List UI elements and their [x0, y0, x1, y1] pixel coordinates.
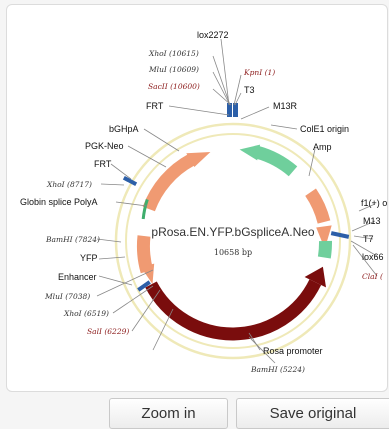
label-frt-top: FRT	[146, 101, 164, 111]
label-bamhi-7824: BamHI (7824)	[45, 235, 100, 244]
plasmid-map: pRosa.EN.YFP.bGspliceA.Neo 10658 bp lox2…	[20, 30, 387, 374]
label-amp: Amp	[313, 142, 332, 152]
frt-top-site	[233, 103, 238, 117]
label-enhancer: Enhancer	[58, 272, 97, 282]
save-original-button[interactable]: Save original	[236, 398, 389, 429]
yfp-arrowhead	[140, 263, 155, 284]
frt-left-site	[122, 175, 138, 187]
cole1-arc	[254, 145, 298, 177]
plasmid-name: pRosa.EN.YFP.bGspliceA.Neo	[151, 225, 315, 239]
pgk-neo-arrowhead	[186, 152, 211, 167]
label-m13r: M13R	[273, 101, 298, 111]
label-sacii-top: SacII (10600)	[148, 82, 200, 91]
rosa-promoter-arrowhead	[304, 266, 326, 288]
label-clai: ClaI (	[362, 272, 384, 281]
globin-polya-arc	[141, 199, 149, 220]
label-f1: f1(+) o	[361, 198, 387, 208]
zoom-in-button[interactable]: Zoom in	[109, 398, 228, 429]
label-m13: M13	[363, 216, 381, 226]
enhancer-site	[137, 280, 151, 292]
label-sali: SalI (6229)	[87, 327, 129, 336]
plasmid-map-panel: pRosa.EN.YFP.bGspliceA.Neo 10658 bp lox2…	[6, 4, 388, 392]
label-xhoi-top: XhoI (10615)	[148, 49, 199, 58]
label-mlui-7038: MluI (7038)	[44, 292, 90, 301]
label-frt-left: FRT	[94, 159, 112, 169]
lox66-site	[330, 231, 350, 239]
label-mlui-top: MluI (10609)	[148, 65, 199, 74]
label-yfp: YFP	[80, 253, 98, 263]
label-globin: Globin splice PolyA	[20, 197, 98, 207]
label-xhoi-6519: XhoI (6519)	[63, 309, 109, 318]
cole1-arrowhead	[239, 144, 261, 161]
label-xhoi-8717: XhoI (8717)	[46, 180, 92, 189]
f1-arc	[317, 240, 333, 259]
rosa-promoter-arc	[145, 279, 322, 341]
label-bghpa: bGHpA	[109, 124, 139, 134]
label-pgk-neo: PGK-Neo	[85, 141, 124, 151]
label-t3: T3	[244, 85, 255, 95]
feature-labels: lox2272 XhoI (10615) MluI (10609) SacII …	[20, 30, 387, 374]
label-cole1: ColE1 origin	[300, 124, 349, 134]
backbone-inner-ring	[125, 133, 341, 349]
label-lox66: lox66	[362, 252, 384, 262]
pgk-neo-arc	[142, 153, 195, 212]
label-kpni: KpnI (1)	[243, 68, 275, 77]
amp-arrowhead	[316, 225, 332, 249]
label-bamhi-5224: BamHI (5224)	[250, 365, 305, 374]
label-rosa: Rosa promoter	[263, 346, 323, 356]
plasmid-size: 10658 bp	[214, 248, 252, 257]
label-lox2272: lox2272	[197, 30, 229, 40]
amp-arc	[305, 188, 331, 224]
site-tick-lines	[96, 38, 378, 364]
lox2272-site	[227, 103, 232, 117]
label-t7: T7	[363, 234, 374, 244]
